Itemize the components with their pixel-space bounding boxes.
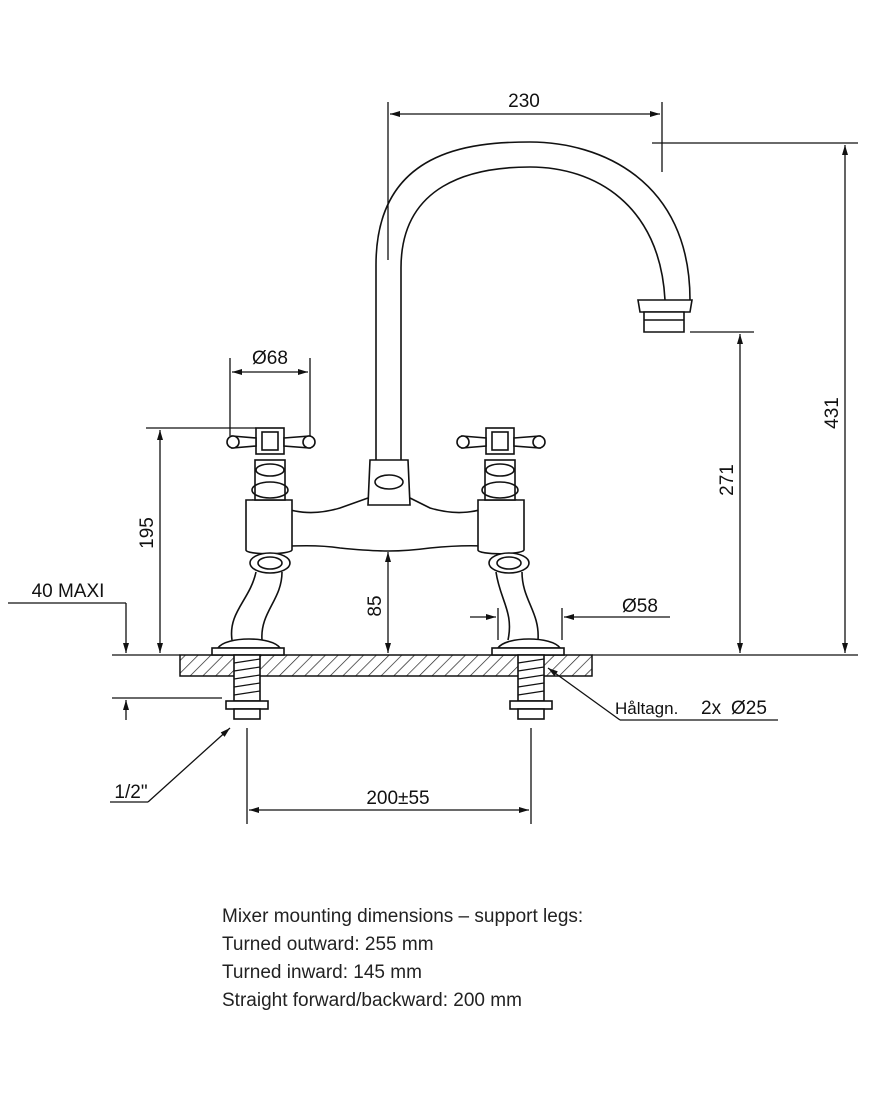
notes-inward: Turned inward: 145 mm: [222, 962, 422, 983]
spout-reach-label: 230: [508, 91, 540, 112]
spout-height-label: 271: [717, 464, 738, 496]
thread-size-label: 1/2": [114, 782, 147, 803]
countertop: [179, 654, 593, 677]
mounting-notes: Mixer mounting dimensions – support legs…: [222, 903, 583, 1015]
dimension-lines: [8, 102, 858, 824]
centers-label: 200±55: [366, 788, 429, 809]
notes-heading: Mixer mounting dimensions – support legs…: [222, 906, 584, 927]
hole-count-label: 2x: [701, 698, 722, 719]
notes-straight: Straight forward/backward: 200 mm: [222, 990, 522, 1011]
faucet-body: [211, 141, 693, 720]
deck-max-label: 40 MAXI: [32, 581, 105, 602]
dimension-labels: 230 431 271 Ø68 195 85 Ø58 40 MAXI 1/2" …: [32, 91, 843, 809]
notes-outward: Turned outward: 255 mm: [222, 934, 434, 955]
hole-prefix-label: Håltagn.: [615, 699, 678, 718]
base-diameter-label: Ø58: [622, 596, 658, 617]
total-height-label: 431: [822, 397, 843, 429]
hole-diameter-label: Ø25: [731, 698, 767, 719]
bridge-height-label: 85: [365, 595, 386, 616]
handle-height-label: 195: [137, 517, 158, 549]
handle-diameter-label: Ø68: [252, 348, 288, 369]
